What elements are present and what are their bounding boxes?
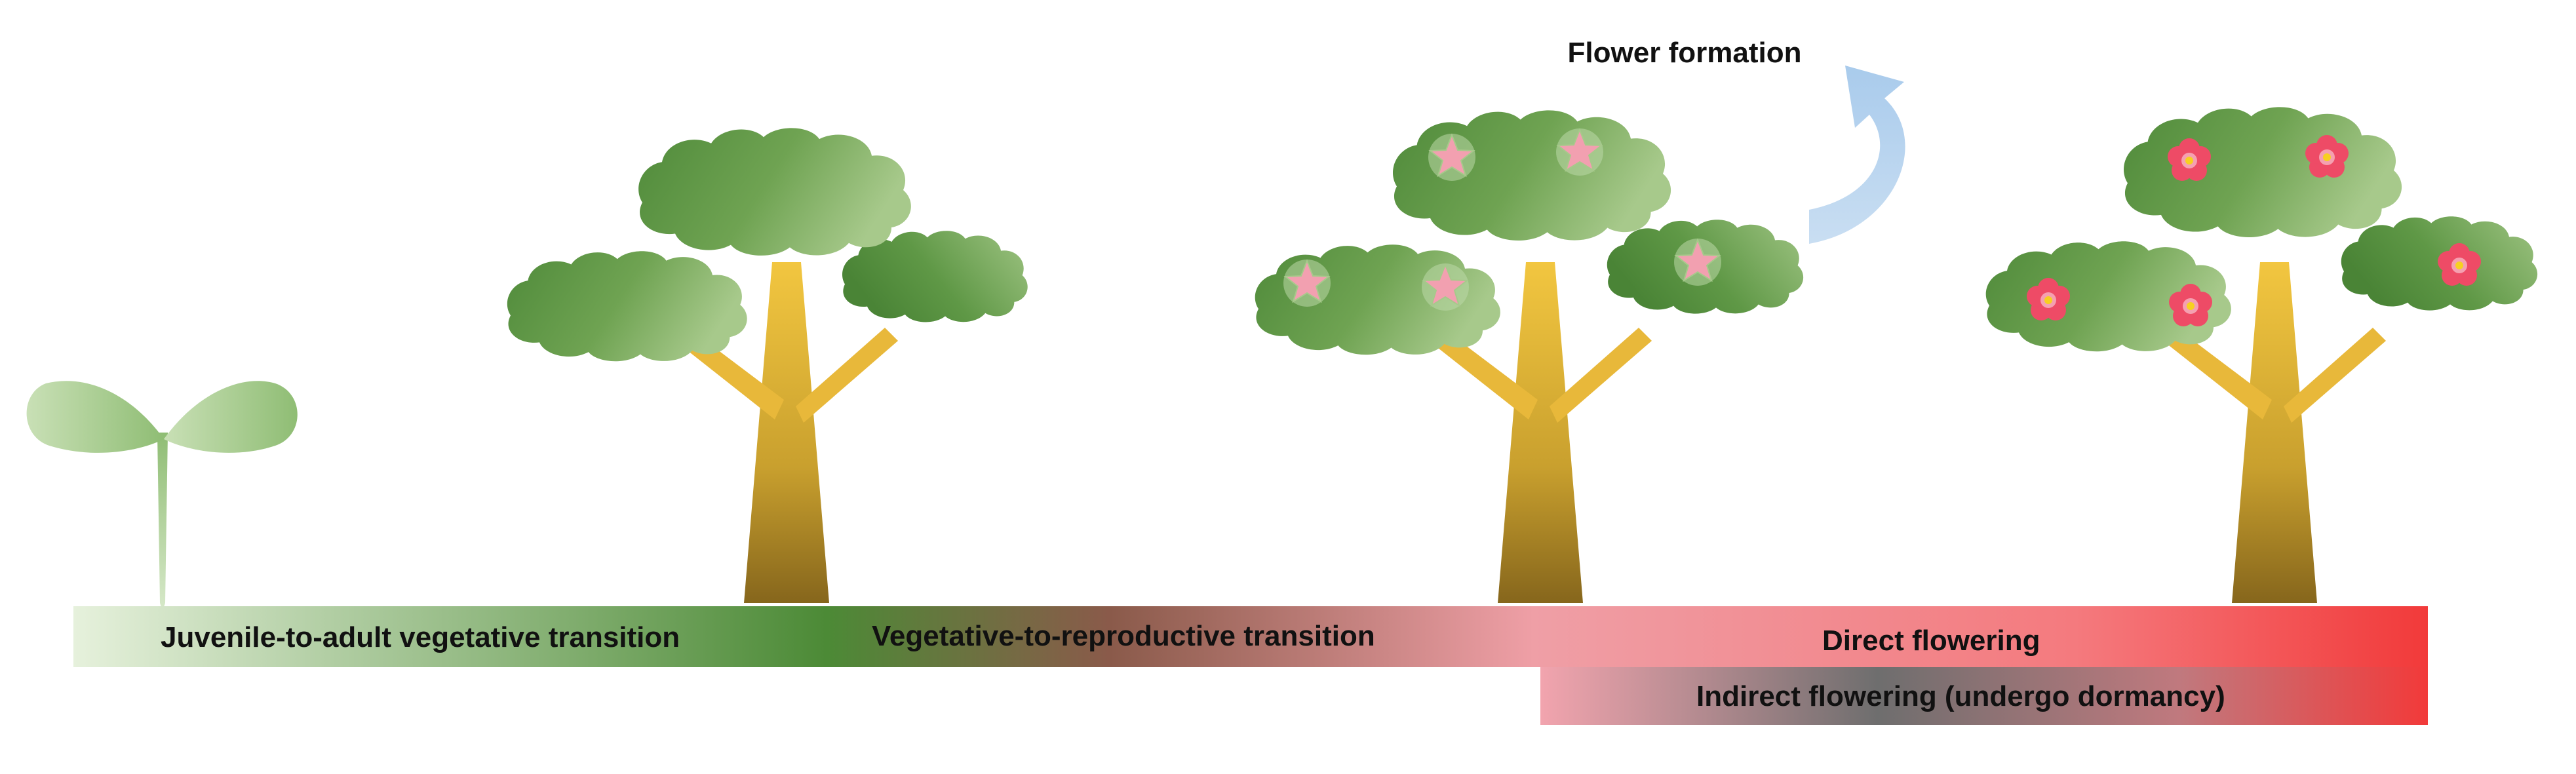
flower-formation-arrow: [1809, 66, 1905, 244]
seedling-left-leaf: [26, 381, 164, 453]
seedling-illustration: [26, 381, 298, 608]
bud-icon: [1673, 238, 1722, 286]
indirect-flowering-bar: [1540, 667, 2428, 725]
vegetative-to-reproductive-label: Vegetative-to-reproductive transition: [872, 620, 1375, 652]
seedling-stem: [157, 433, 168, 608]
bud-icon: [1555, 128, 1604, 176]
budding-tree-illustration: [1255, 110, 1804, 603]
seedling-right-leaf: [164, 381, 298, 453]
direct-flowering-label: Direct flowering: [1822, 625, 2040, 657]
bud-icon: [1421, 263, 1470, 311]
bud-icon: [1428, 133, 1476, 182]
indirect-flowering-label: Indirect flowering (undergo dormancy): [1696, 680, 2225, 712]
flowering-tree-illustration: [1985, 107, 2538, 603]
flower-formation-label: Flower formation: [1568, 37, 1802, 69]
juvenile-to-adult-label: Juvenile-to-adult vegetative transition: [161, 621, 680, 653]
bud-icon: [1283, 259, 1331, 307]
main-timeline-bar: [73, 606, 2428, 667]
vegetative-tree-illustration: [507, 128, 1028, 603]
